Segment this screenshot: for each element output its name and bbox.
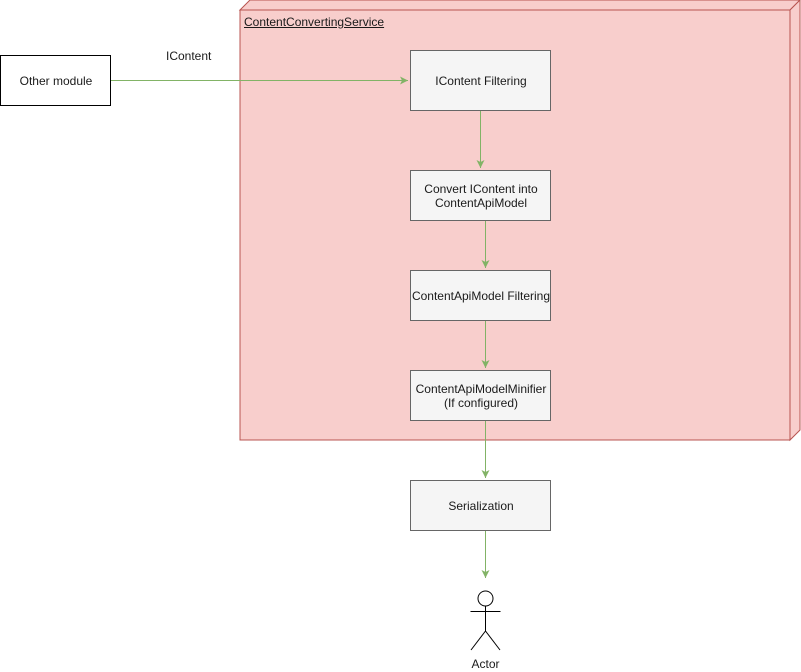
convert-label: Convert IContent into ContentApiModel [424, 182, 538, 210]
icontent-filtering-box[interactable] [410, 50, 551, 111]
actor-left-leg [470, 630, 486, 651]
actor-figure[interactable] [470, 590, 501, 651]
container-side-face [789, 0, 801, 442]
serialization-label: Serialization [448, 499, 514, 513]
icontent-filtering-label: IContent Filtering [435, 74, 527, 88]
container-top-face [238, 0, 801, 11]
model-filtering-label: ContentApiModel Filtering [411, 289, 551, 303]
minifier-label: ContentApiModelMinifier (If configured) [415, 382, 547, 410]
actor-head [477, 590, 494, 607]
other-module-box[interactable] [0, 55, 111, 106]
serialization-box[interactable] [410, 480, 551, 531]
actor-label: Actor [471, 657, 500, 671]
container-title: ContentConvertingService [244, 15, 385, 29]
icontent-edge-label: IContent [166, 49, 212, 63]
other-module-label: Other module [19, 74, 93, 88]
minifier-box[interactable] [410, 370, 551, 421]
actor-right-leg [485, 630, 501, 651]
convert-box[interactable] [410, 170, 551, 221]
model-filtering-box[interactable] [410, 270, 551, 321]
